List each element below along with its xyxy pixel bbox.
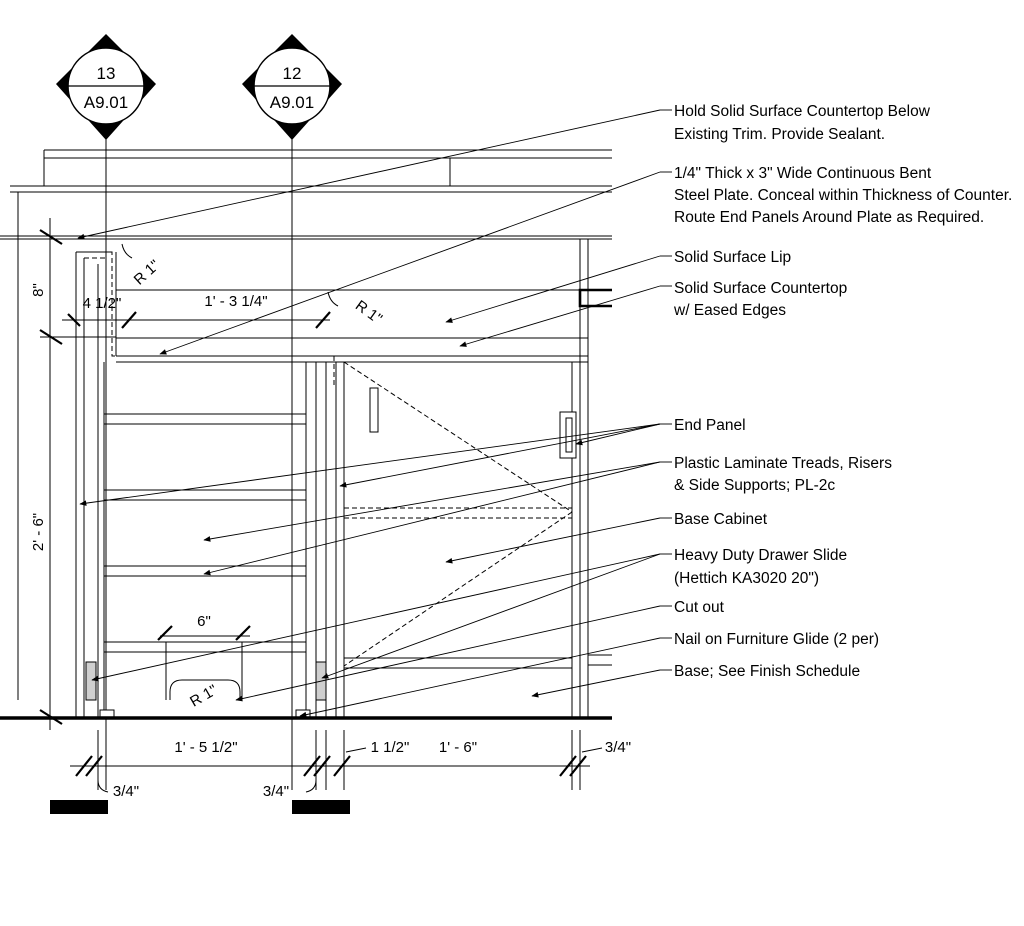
note-line: Cut out	[674, 599, 725, 616]
note-line: End Panel	[674, 417, 746, 434]
dim-radius-c: R 1"	[187, 682, 220, 711]
steel-plate	[78, 251, 335, 388]
cutting-plane-lines	[105, 124, 293, 790]
note-line: (Hettich KA3020 20")	[674, 570, 819, 587]
dim-end-offset: 3/4"	[605, 739, 631, 756]
note-line: & Side Supports; PL-2c	[674, 477, 835, 494]
dim-left-panel: 3/4"	[113, 783, 139, 800]
dim-cutout-width: 6"	[197, 613, 211, 630]
note-line: Existing Trim. Provide Sealant.	[674, 126, 885, 143]
note-line: Solid Surface Countertop	[674, 280, 847, 297]
stair-treads	[104, 362, 327, 719]
dim-radius-a: R 1"	[131, 257, 164, 289]
note-line: Solid Surface Lip	[674, 249, 791, 266]
existing-trim	[0, 149, 612, 700]
dim-bottom-span-b: 1' - 6"	[439, 739, 477, 756]
note-line: Base; See Finish Schedule	[674, 663, 860, 680]
note-line: Steel Plate. Conceal within Thickness of…	[674, 187, 1012, 204]
note-line: Heavy Duty Drawer Slide	[674, 547, 847, 564]
dim-bottom-gap: 1 1/2"	[371, 739, 410, 756]
section-tag-13[interactable]: 13 A9.01	[56, 34, 156, 140]
section-tag-sheet: A9.01	[270, 93, 314, 112]
dim-step-width: 4 1/2"	[83, 295, 122, 312]
dim-height-upper: 8"	[30, 283, 47, 297]
note-line: Hold Solid Surface Countertop Below	[674, 103, 931, 120]
leader-shoulders	[660, 109, 672, 671]
note-line: 1/4" Thick x 3" Wide Continuous Bent	[674, 165, 932, 182]
leader-lines	[77, 109, 661, 718]
note-line: w/ Eased Edges	[673, 302, 786, 319]
countertop	[116, 239, 612, 718]
left-end-panel	[75, 251, 117, 719]
section-tag-number: 13	[97, 64, 116, 83]
note-line: Nail on Furniture Glide (2 per)	[674, 631, 879, 648]
base-cabinet	[335, 361, 577, 718]
section-tag-number: 12	[283, 64, 302, 83]
notes: Hold Solid Surface Countertop Below Exis…	[673, 103, 1012, 680]
section-tag-sheet: A9.01	[84, 93, 128, 112]
dim-height-main: 2' - 6"	[30, 513, 47, 551]
dim-mid-panel: 3/4"	[263, 783, 289, 800]
dim-radius-b: R 1"	[352, 297, 385, 328]
dim-bottom-span-a: 1' - 5 1/2"	[174, 739, 237, 756]
note-line: Plastic Laminate Treads, Risers	[674, 455, 892, 472]
dimensions	[39, 218, 603, 814]
section-tag-12[interactable]: 12 A9.01	[242, 34, 342, 140]
note-line: Base Cabinet	[674, 511, 768, 528]
note-line: Route End Panels Around Plate as Require…	[674, 209, 984, 226]
dim-step-span: 1' - 3 1/4"	[204, 293, 267, 310]
